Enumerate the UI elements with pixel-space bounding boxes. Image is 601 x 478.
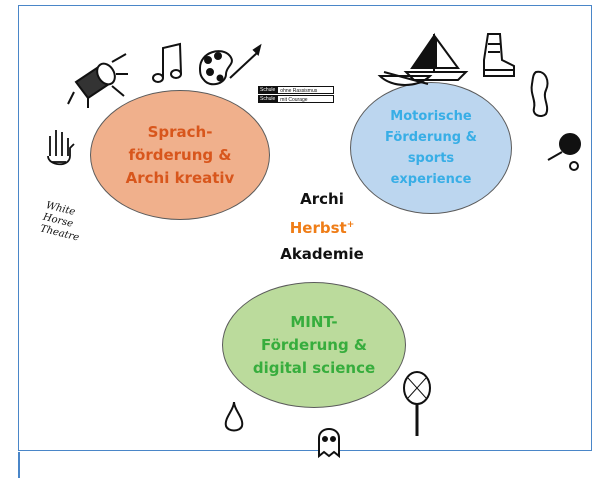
oval-line: sports [407, 151, 455, 166]
water-drop-icon [222, 400, 246, 434]
academy-title: Archi Herbst+ Akademie [262, 186, 382, 267]
racket-icon [400, 370, 434, 440]
schule-badge: Schule ohne Rassismus Schule mit Courage [258, 86, 334, 103]
rowboat-icon [377, 70, 433, 92]
badge-row2-left: Schule [258, 95, 278, 103]
table-tennis-icon [544, 130, 584, 176]
badge-row2-right: mit Courage [277, 95, 334, 103]
frame-edge [18, 452, 20, 478]
palette-icon [196, 43, 262, 92]
music-notes-icon [150, 42, 190, 86]
hand-icon [44, 126, 76, 172]
oval-line: Förderung & [260, 335, 368, 354]
ghost-icon [316, 426, 342, 459]
oval-line: Förderung & [385, 130, 477, 145]
oval-line: experience [390, 172, 472, 187]
boot-icon [478, 30, 518, 80]
oval-line: Archi kreativ [125, 168, 235, 187]
badge-row1-left: Schule [258, 86, 278, 94]
motor-sports-oval: Motorische Förderung & sports experience [350, 82, 512, 214]
oval-line: förderung & [128, 145, 232, 164]
footprint-icon [528, 68, 556, 118]
title-archi: Archi [300, 190, 344, 208]
oval-line: Sprach- [147, 122, 213, 141]
spotlight-icon [66, 52, 130, 110]
oval-line: digital science [252, 358, 376, 377]
language-creative-oval: Sprach- förderung & Archi kreativ [90, 90, 270, 220]
sailboat-icon [403, 30, 474, 82]
mint-science-oval: MINT- Förderung & digital science [222, 282, 406, 408]
title-herbst: Herbst+ [289, 219, 355, 237]
oval-line: MINT- [290, 312, 338, 331]
oval-line: Motorische [390, 109, 472, 124]
badge-row1-right: ohne Rassismus [277, 86, 334, 94]
title-akademie: Akademie [280, 245, 364, 263]
